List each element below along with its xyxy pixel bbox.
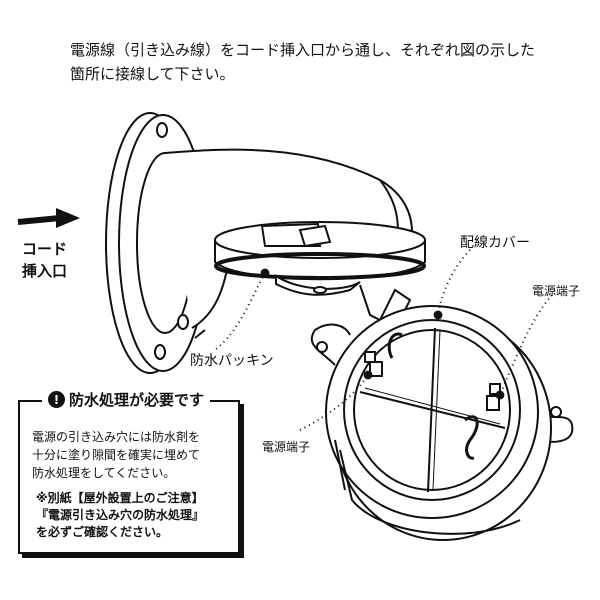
terminal-right-leader [495,294,553,400]
cord-arrow-icon [17,215,61,225]
fixture-cap [214,221,426,296]
instruction-line-2: 箇所に接線して下さい。 [70,65,235,83]
waterproof-warning-box: ! 防水処理が必要です 電源の引き込み穴には防水剤を 十分に塗り隙間を確実に埋め… [18,389,240,554]
exclamation-icon: ! [48,391,65,408]
wiring-cover [310,305,574,541]
terminal-left-leader [299,370,373,431]
cover-leader [433,249,471,320]
cord-inlet-label: コード 挿入口 [22,240,68,280]
terminal-block-left [369,361,383,377]
terminal-block-right [486,395,500,411]
terminal-label-right: 電源端子 [532,284,581,298]
wiring-cover-label: 配線カバー [460,235,530,251]
instruction-text: 電源線（引き込み線）をコード挿入口から通し、それぞれ図の示した 箇所に接線して下… [70,38,580,86]
warning-title: ! 防水処理が必要です [42,389,211,410]
warning-note: ※別紙【屋外設置上のご注意】 『電源引き込み穴の防水処理』 を必ずご確認ください… [36,491,205,539]
warning-body: 電源の引き込み穴には防水剤を 十分に塗り隙間を確実に埋めて 防水処理をしてくださ… [32,430,201,480]
packing-label: 防水パッキン [190,353,274,369]
terminal-label-left: 電源端子 [262,440,311,454]
instruction-line-1: 電源線（引き込み線）をコード挿入口から通し、それぞれ図の示した [70,41,536,59]
